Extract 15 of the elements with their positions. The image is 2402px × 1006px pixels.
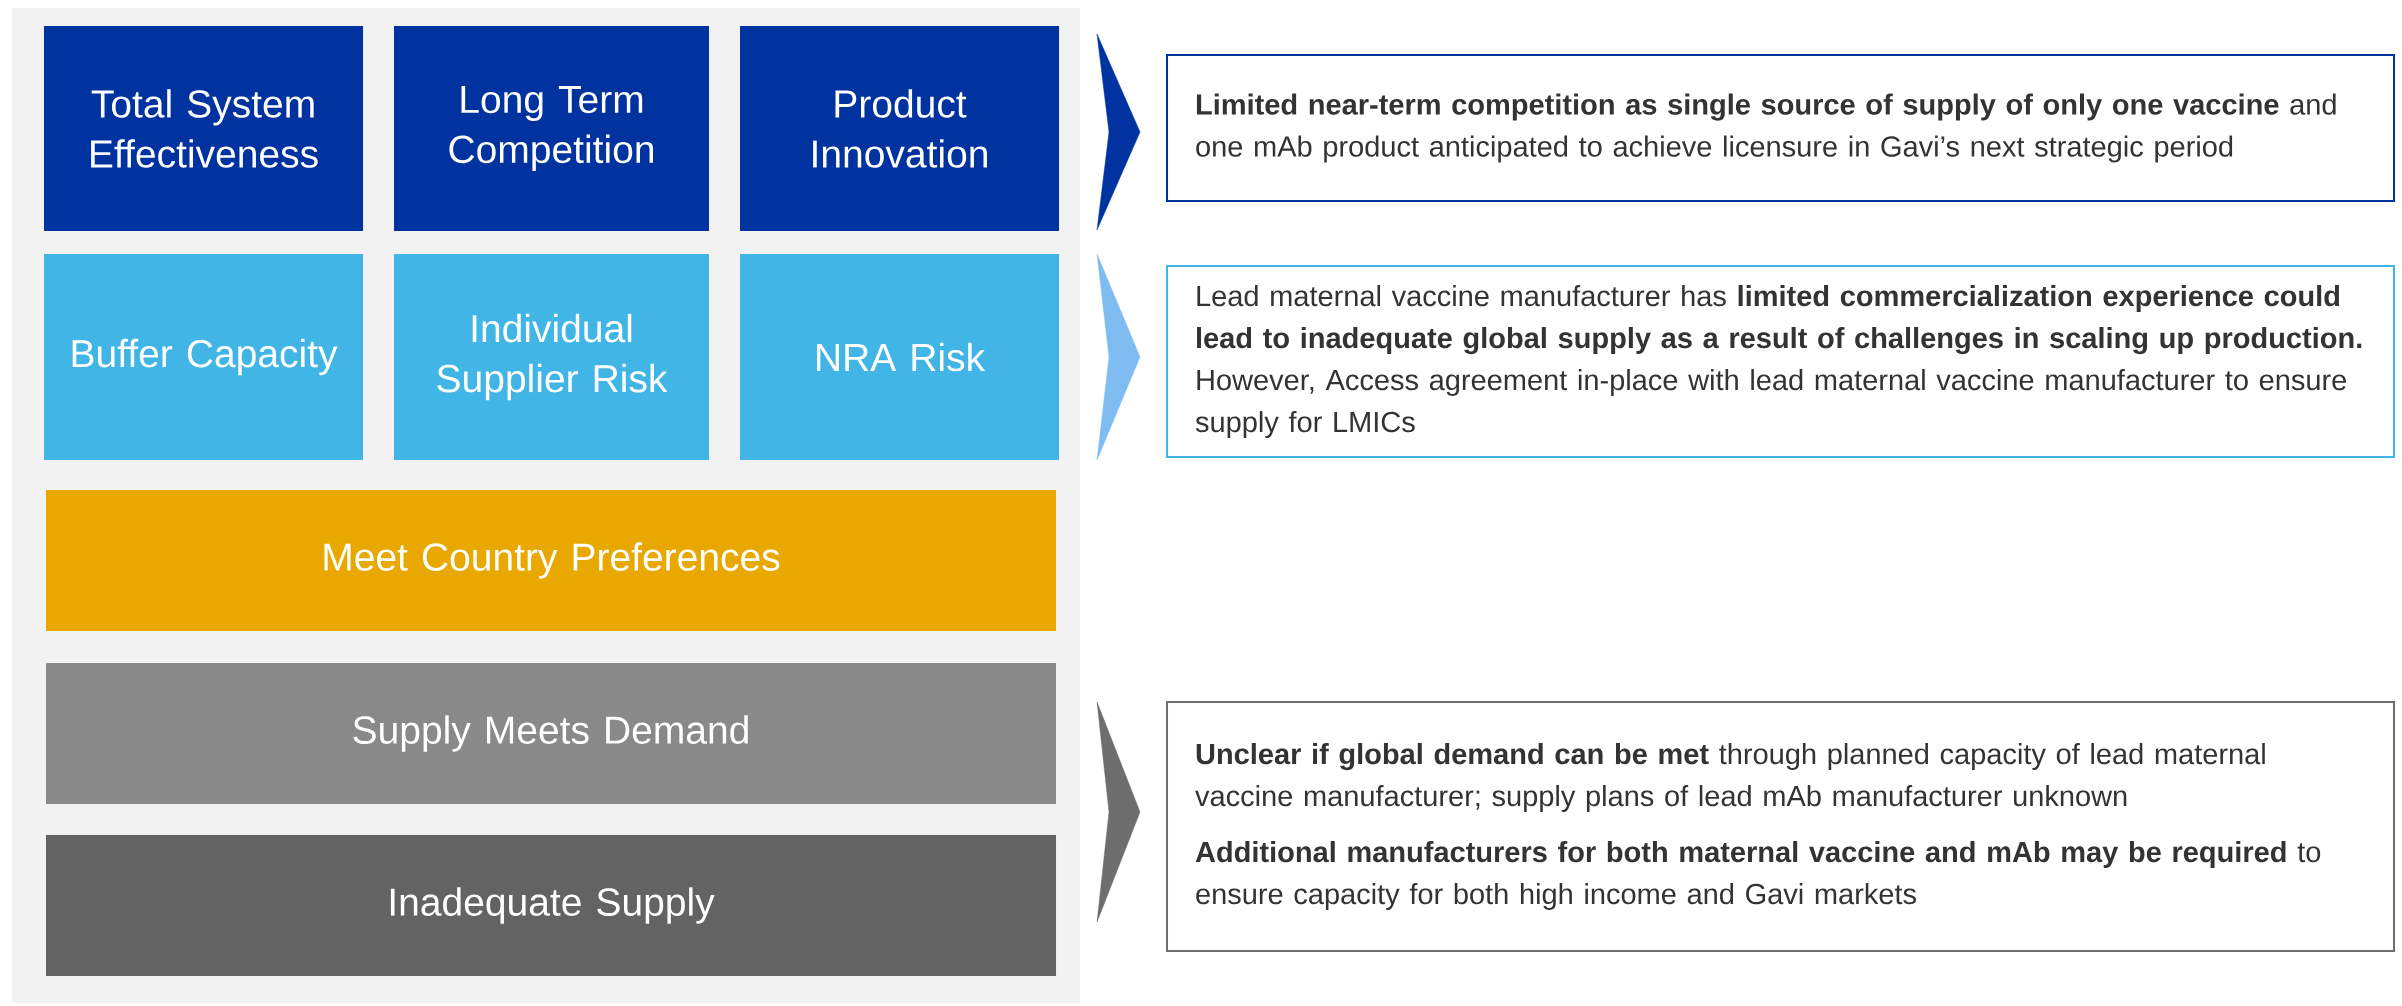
level-band: Supply Meets Demand: [46, 663, 1056, 804]
text-box: Unclear if global demand can be met through planned capacity of lead maternal vaccine manufacturer; supply plans of lead mAb manufacturer unknown Additional manufacturers for both maternal vaccine and mAb may be required to ensure capacity for both high income and Gavi markets: [1166, 701, 2395, 952]
chevron-arrow: [1096, 253, 1141, 461]
text-box: Lead maternal vaccine manufacturer has limited commercialization experience could lead to inadequate global supply as a result of challenges in scaling up production. However, Access agreement in-place with lead maternal vaccine manufacturer to ensure supply for LMICs: [1166, 265, 2395, 458]
level-band: Meet Country Preferences: [46, 490, 1056, 631]
category-box: Long Term Competition: [394, 26, 709, 231]
text-box: Limited near-term competition as single source of supply of only one vaccine and one mAb product anticipated to achieve licensure in Gavi’s next strategic period: [1166, 54, 2395, 202]
category-box: NRA Risk: [740, 254, 1059, 460]
chevron-arrow: [1096, 701, 1141, 923]
category-box: Total System Effectiveness: [44, 26, 363, 231]
chevron-arrow: [1096, 33, 1141, 231]
category-box: Buffer Capacity: [44, 254, 363, 460]
level-band: Inadequate Supply: [46, 835, 1056, 976]
category-box: Product Innovation: [740, 26, 1059, 231]
category-box: Individual Supplier Risk: [394, 254, 709, 460]
